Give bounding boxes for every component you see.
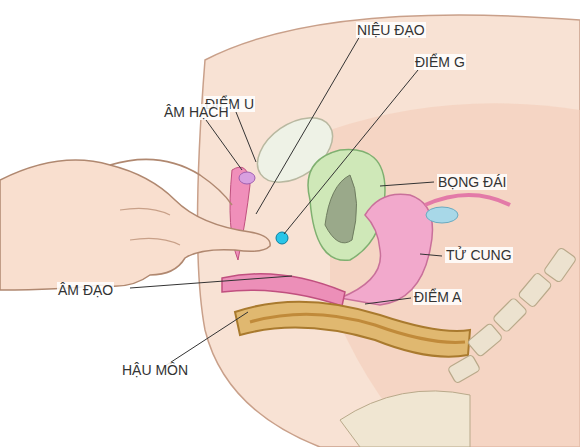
part-label: HẬU MÔN [121, 362, 189, 378]
part-label: ĐIỂM A [413, 289, 462, 305]
rectum [235, 302, 470, 357]
part-label: TỬ CUNG [445, 247, 513, 263]
part-label: BỌNG ĐÁI [437, 174, 507, 190]
spine [447, 247, 576, 384]
ovary [426, 207, 458, 223]
g-spot-marker [276, 232, 288, 244]
part-label: ĐIỂM G [414, 54, 466, 70]
body-section [198, 15, 580, 447]
clitoris [239, 172, 255, 184]
sacrum [340, 391, 470, 447]
part-label: NIỆU ĐẠO [356, 22, 426, 38]
vagina [222, 274, 345, 306]
bladder-inner [325, 175, 357, 243]
fallopian-tube [425, 195, 510, 205]
rectum-inner [250, 314, 465, 342]
leader-lines [130, 36, 442, 366]
part-label: ÂM HẠCH [163, 104, 230, 120]
part-label: ÂM ĐẠO [57, 282, 114, 298]
finger-outline [110, 159, 232, 205]
hand [0, 160, 270, 290]
knuckle-lines [120, 208, 180, 245]
